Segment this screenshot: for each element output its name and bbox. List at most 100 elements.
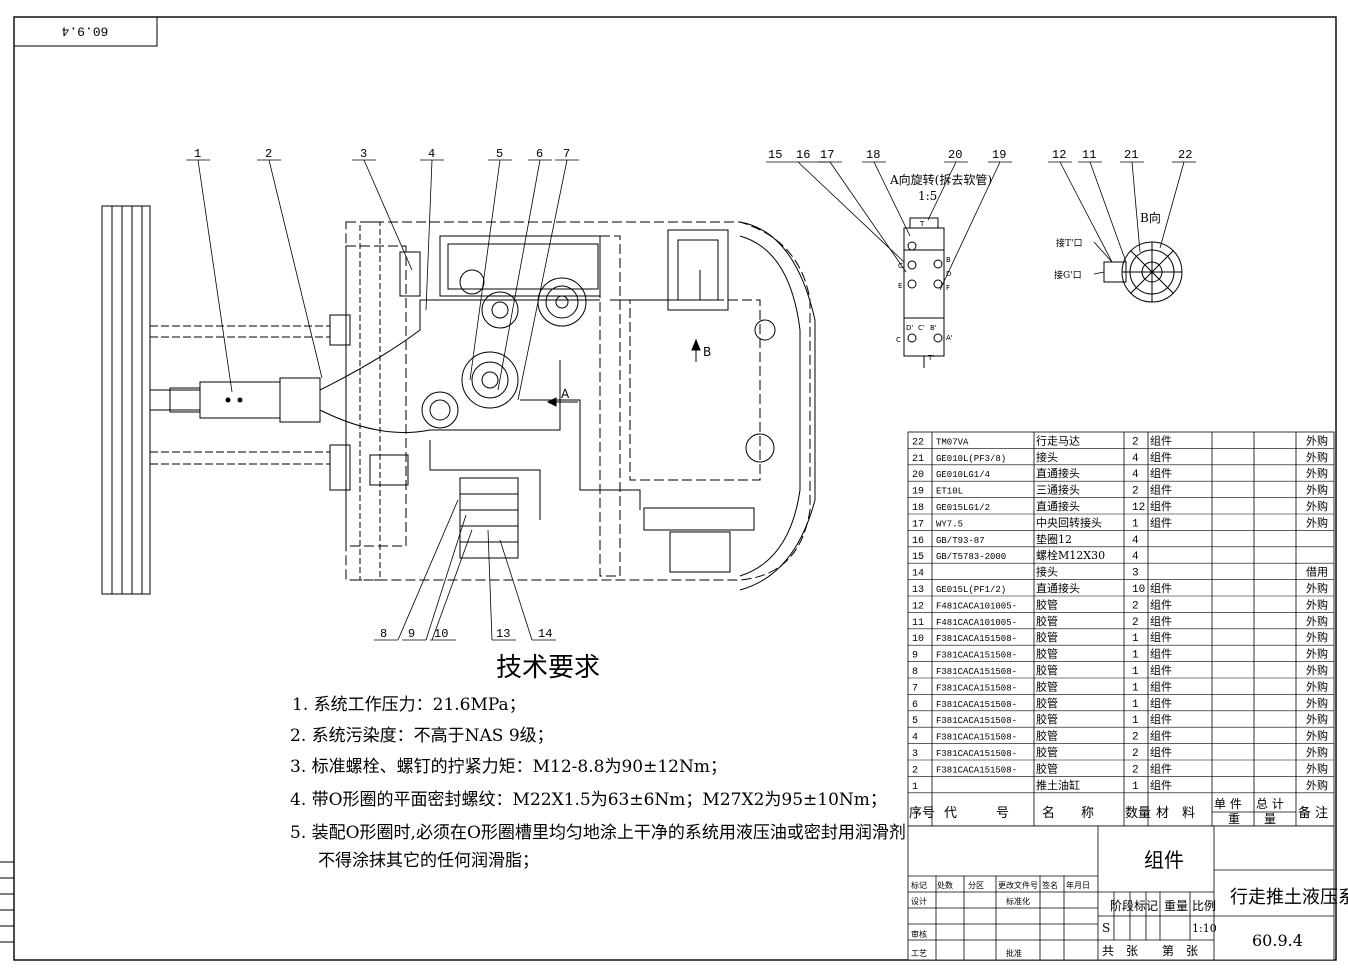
parts-cell-qty: 2 <box>1132 748 1139 760</box>
parts-cell-note: 外购 <box>1306 614 1328 628</box>
parts-cell-code: ET10L <box>936 487 963 497</box>
rotated-drawing-number: 60.9.4 <box>61 24 108 39</box>
parts-cell-qty: 1 <box>1132 518 1139 530</box>
parts-cell-note: 外购 <box>1306 729 1328 743</box>
parts-cell-material: 组件 <box>1150 597 1172 611</box>
callout-13: 13 <box>496 627 510 641</box>
parts-cell-qty: 1 <box>1132 682 1139 694</box>
callout-15: 15 <box>768 148 782 162</box>
svg-text:分区: 分区 <box>968 881 984 890</box>
parts-cell-code: F481CACA101005- <box>936 601 1017 611</box>
parts-cell-note: 外购 <box>1306 581 1328 595</box>
svg-text:E: E <box>898 282 902 290</box>
main-callout-leaders <box>186 159 579 641</box>
parts-cell-qty: 2 <box>1132 600 1139 612</box>
view-a-title: A向旋转(拆去软管) <box>889 172 992 187</box>
view-b-title: B向 <box>1140 210 1161 225</box>
parts-cell-qty: 1 <box>1132 781 1139 793</box>
parts-cell-name: 直通接头 <box>1036 499 1080 513</box>
parts-cell-no: 5 <box>912 716 918 727</box>
parts-cell-material: 组件 <box>1150 696 1172 710</box>
parts-cell-qty: 1 <box>1132 633 1139 645</box>
parts-cell-material: 组件 <box>1150 647 1172 661</box>
header-unit-weight: 单 件 <box>1214 797 1242 811</box>
parts-cell-name: 接头 <box>1036 566 1058 579</box>
parts-cell-name: 推土油缸 <box>1036 778 1080 792</box>
svg-text:C: C <box>898 262 903 270</box>
parts-cell-material: 组件 <box>1150 515 1172 529</box>
view-a-leaders <box>766 161 1012 291</box>
parts-cell-note: 借用 <box>1306 566 1328 579</box>
parts-cell-code: F381CACA151508- <box>936 700 1017 710</box>
parts-cell-name: 胶管 <box>1036 614 1058 628</box>
parts-cell-code: GB/T5783-2000 <box>936 552 1006 562</box>
parts-cell-material: 组件 <box>1150 614 1172 628</box>
parts-cell-code: F381CACA151508- <box>936 683 1017 693</box>
review-label: 审核 <box>911 929 927 939</box>
sheet-border <box>13 16 1337 961</box>
svg-text:签名: 签名 <box>1042 880 1058 890</box>
parts-cell-qty: 12 <box>1132 502 1145 514</box>
parts-cell-material: 组件 <box>1150 499 1172 513</box>
parts-cell-name: 胶管 <box>1036 597 1058 611</box>
parts-cell-material: 组件 <box>1150 761 1172 775</box>
callout-19: 19 <box>992 148 1006 162</box>
main-callouts: 1 2 3 4 5 6 7 8 9 10 13 14 <box>194 147 570 641</box>
main-assembly-view <box>101 205 816 595</box>
parts-cell-code: GB/T93-87 <box>936 536 985 546</box>
parts-cell-no: 20 <box>912 470 924 481</box>
parts-cell-name: 三通接头 <box>1036 484 1080 497</box>
parts-cell-note: 外购 <box>1306 597 1328 611</box>
parts-cell-material: 组件 <box>1150 466 1172 480</box>
parts-cell-no: 14 <box>912 569 924 580</box>
callout-9: 9 <box>408 627 415 641</box>
view-b-port-t: 接T'口 <box>1056 237 1082 249</box>
view-b-drawing <box>1103 241 1183 303</box>
tech-req-item-2: 2. 系统污染度：不高于NAS 9级； <box>290 726 554 746</box>
arrow-label-a: A <box>561 387 570 401</box>
tech-req-title: 技术要求 <box>496 653 600 683</box>
parts-cell-note: 外购 <box>1306 778 1328 792</box>
parts-cell-no: 15 <box>912 552 924 563</box>
parts-cell-no: 8 <box>912 667 918 678</box>
parts-cell-note: 外购 <box>1306 712 1328 726</box>
svg-text:A': A' <box>946 334 953 342</box>
sheets-label: 共 张 第 张 <box>1102 944 1198 958</box>
parts-cell-note: 外购 <box>1306 663 1328 677</box>
parts-cell-name: 胶管 <box>1036 761 1058 775</box>
parts-cell-note: 外购 <box>1306 466 1328 480</box>
process-label: 工艺 <box>911 949 927 958</box>
parts-cell-note: 外购 <box>1306 647 1328 661</box>
design-label: 设计 <box>911 896 927 906</box>
left-edge-grid <box>0 861 14 943</box>
tech-req-item-5: 5. 装配O形圈时,必须在O形圈槽里均匀地涂上干净的系统用液压油或密封用润滑剂， <box>290 823 923 843</box>
svg-text:年月日: 年月日 <box>1066 880 1090 890</box>
svg-text:T: T <box>919 220 925 228</box>
callout-8: 8 <box>380 627 387 641</box>
svg-text:B': B' <box>930 324 937 332</box>
parts-cell-code: F381CACA151508- <box>936 765 1017 775</box>
callout-1: 1 <box>194 147 201 161</box>
parts-cell-no: 16 <box>912 536 924 547</box>
svg-text:处数: 处数 <box>937 880 953 890</box>
parts-cell-name: 胶管 <box>1036 696 1058 710</box>
parts-cell-code: TM07VA <box>936 437 969 447</box>
parts-cell-material: 组件 <box>1150 745 1172 759</box>
parts-cell-name: 行走马达 <box>1036 434 1080 447</box>
header-name: 名 称 <box>1042 805 1094 821</box>
callout-18: 18 <box>866 148 880 162</box>
parts-cell-qty: 1 <box>1132 715 1139 727</box>
parts-cell-qty: 4 <box>1132 469 1139 481</box>
svg-text:D': D' <box>906 324 913 332</box>
parts-cell-code: F481CACA101005- <box>936 618 1017 628</box>
parts-cell-name: 螺栓M12X30 <box>1036 548 1105 562</box>
parts-cell-no: 3 <box>912 749 918 760</box>
rotated-number-box: 60.9.4 <box>13 16 158 47</box>
callout-10: 10 <box>434 627 448 641</box>
parts-cell-code: F381CACA151508- <box>936 651 1017 661</box>
svg-text:F: F <box>946 284 950 292</box>
parts-cell-qty: 2 <box>1132 436 1139 448</box>
assembly-label: 组件 <box>1144 848 1184 872</box>
parts-cell-material: 组件 <box>1150 712 1172 726</box>
